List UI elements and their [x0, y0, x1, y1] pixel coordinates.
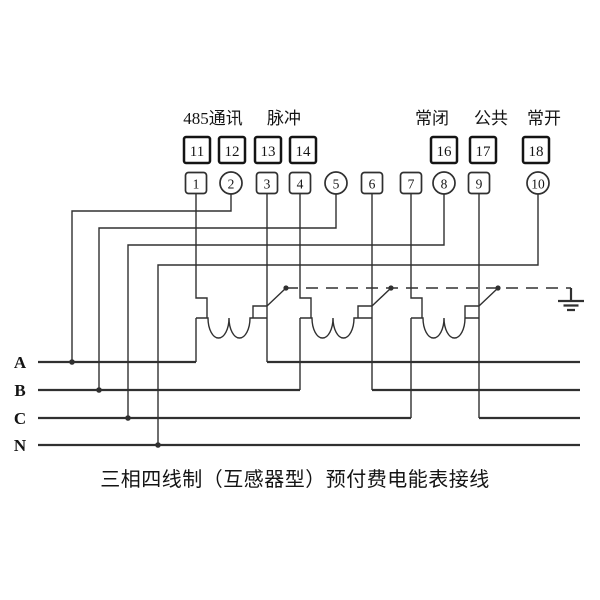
- lower-terminal-row: 1 2 3 4 5 6 7 8 9 10: [184, 171, 550, 195]
- lower-terminal-circle: [432, 171, 456, 195]
- upper-terminal-row: 11 12 13 14 16 17 18: [182, 135, 551, 165]
- lower-terminal-square: [184, 171, 208, 195]
- lower-terminal-number: 2: [228, 177, 235, 192]
- bus-label: B: [14, 381, 25, 400]
- lower-terminal-circle: [526, 171, 550, 195]
- lower-terminal-circle: [219, 171, 243, 195]
- bus-label: C: [14, 409, 26, 428]
- upper-terminal-box: [253, 135, 283, 165]
- bus-label: A: [14, 353, 27, 372]
- wire-terminal2-to-bus-a: [71, 194, 232, 362]
- contact-pivot-dot: [388, 285, 394, 291]
- lower-terminal-number: 1: [193, 177, 200, 192]
- terminal-group-label: 485通讯: [183, 109, 243, 128]
- upper-terminal-box: [521, 135, 551, 165]
- upper-terminal-number: 13: [261, 144, 276, 160]
- upper-terminal-number: 11: [190, 144, 204, 160]
- upper-terminal-number: 14: [296, 144, 312, 160]
- lower-terminal-number: 5: [333, 177, 340, 192]
- upper-terminal-box: [429, 135, 459, 165]
- lower-terminal-number: 7: [408, 177, 415, 192]
- relay-contact-icon: [478, 287, 499, 307]
- upper-terminal-number: 12: [225, 144, 240, 160]
- bus-lines: [38, 360, 580, 447]
- upper-terminal-number: 17: [476, 144, 492, 160]
- relay-contact-icon: [266, 287, 287, 307]
- upper-terminal-box: [468, 135, 498, 165]
- junction-dot: [96, 387, 102, 393]
- lower-terminal-circle: [324, 171, 348, 195]
- junction-dots: [69, 285, 501, 448]
- lower-terminal-number: 4: [297, 177, 304, 192]
- lower-terminal-square: [255, 171, 279, 195]
- relay-contact-icon: [371, 287, 392, 307]
- ground-icon: [558, 288, 584, 312]
- lower-terminal-square: [360, 171, 384, 195]
- lower-terminal-number: 10: [531, 177, 545, 192]
- lower-terminal-number: 8: [441, 177, 448, 192]
- lower-terminal-square: [288, 171, 312, 195]
- terminal-group-label: 公共: [474, 109, 508, 128]
- junction-dot: [155, 442, 161, 448]
- terminal-group-label: 常闭: [415, 109, 449, 128]
- diagram-caption: 三相四线制（互感器型）预付费电能表接线: [100, 468, 490, 491]
- lower-terminal-number: 6: [369, 177, 376, 192]
- upper-terminal-box: [288, 135, 318, 165]
- junction-dot: [69, 359, 75, 365]
- contact-pivot-dot: [283, 285, 289, 291]
- wire-terminal5-to-bus-b: [98, 194, 337, 390]
- lower-terminal-square: [399, 171, 423, 195]
- wire-terminal8-to-bus-c: [127, 194, 445, 418]
- terminal-group-label: 脉冲: [267, 109, 301, 128]
- terminal-group-label: 常开: [527, 109, 561, 128]
- bus-label: N: [14, 436, 27, 455]
- wire-layer: [38, 194, 584, 448]
- terminal-group-labels: 485通讯 脉冲 常闭 公共常开: [183, 109, 561, 128]
- wire-terminal10-to-bus-n: [157, 194, 539, 445]
- ct-coil-icon: [195, 194, 268, 362]
- upper-terminal-number: 18: [529, 144, 544, 160]
- junction-dot: [125, 415, 131, 421]
- upper-terminal-box: [217, 135, 247, 165]
- ct-coil-icon: [410, 194, 480, 418]
- lower-terminal-number: 3: [264, 177, 271, 192]
- upper-terminal-box: [182, 135, 212, 165]
- upper-terminal-number: 16: [437, 144, 453, 160]
- ct-coil-icon: [299, 194, 373, 390]
- contact-pivot-dot: [495, 285, 501, 291]
- lower-terminal-number: 9: [476, 177, 483, 192]
- lower-terminal-square: [467, 171, 491, 195]
- ct-units: [195, 194, 499, 418]
